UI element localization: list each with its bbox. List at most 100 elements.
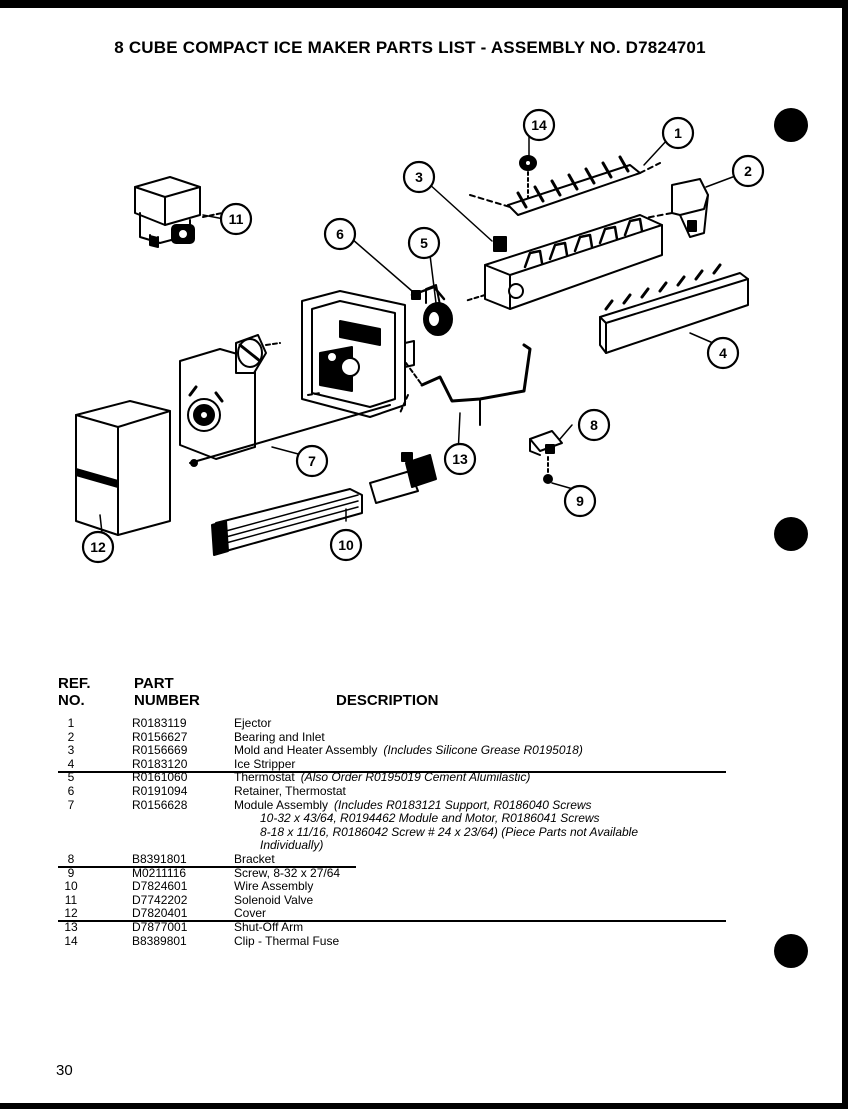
callout-label-10: 10 [338,537,354,553]
page-border-top [0,0,848,8]
table-row: Individually) [50,839,750,853]
part-bearing-and-inlet [639,178,709,238]
row-part-number: D7877001 [132,919,188,934]
row-description-text: Bracket [234,851,275,866]
callout-label-3: 3 [415,169,423,185]
row-ref-no: 3 [67,743,75,758]
row-description-text: Shut-Off Arm [234,919,304,934]
part-shut-off-arm [405,343,532,426]
table-row: 13 D7877001 Shut-Off Arm [50,919,750,935]
row-description: Ejector [234,716,754,731]
exploded-parts-diagram: 14 1 2 3 4 5 6 7 8 9 10 11 12 13 [75,108,765,564]
row-description-text: Cover [234,906,267,921]
row-description: Screw, 8-32 x 27/64 [234,865,754,881]
callout-label-9: 9 [576,493,584,509]
row-description-text: 10-32 x 43/64, R0194462 Module and Motor… [260,811,600,826]
binder-hole-middle [774,517,808,551]
row-ref-no: 4 [67,756,75,771]
row-part-number: B8391801 [132,851,187,866]
table-row: 10-32 x 43/64, R0194462 Module and Motor… [50,811,750,826]
callout-9 [563,484,597,518]
callout-11 [219,202,253,236]
row-description: Clip - Thermal Fuse [234,933,754,949]
row-description-text: Bearing and Inlet [234,729,325,744]
callout-circles [81,108,765,564]
callout-label-11: 11 [229,211,244,227]
header-description: DESCRIPTION [336,692,439,709]
part-cover [75,400,171,536]
callout-label-14: 14 [531,117,547,133]
callout-6 [323,217,357,251]
row-description: Individually) [260,839,780,853]
row-part-number: R0156627 [132,729,188,744]
row-part-number: R0156669 [132,743,188,758]
row-description-text: Thermostat [234,770,295,785]
row-part-number: R0156628 [132,797,188,812]
callout-7 [295,444,329,478]
row-description: Retainer, Thermostat [234,784,754,799]
part-screw [543,456,553,484]
callout-label-6: 6 [336,226,344,242]
row-part-number: R0183119 [132,716,187,730]
row-description: Bracket [234,851,754,867]
row-description-text: Clip - Thermal Fuse [234,933,340,948]
row-divider [58,920,726,922]
table-row: 8 B8391801 Bracket [50,851,750,867]
callout-1 [661,116,695,150]
callout-4 [706,336,740,370]
row-ref-no: 7 [67,797,75,812]
row-description: Mold and Heater Assembly(Includes Silico… [234,743,754,758]
row-description: Ice Stripper [234,757,754,772]
header-ref-no: REF. NO. [58,675,91,709]
row-ref-no: 14 [64,933,78,948]
leader-lines [99,136,739,534]
callout-label-8: 8 [590,417,598,433]
part-thermal-fuse-clip [519,155,537,201]
header-ref-line2: NO. [58,692,85,709]
callout-label-4: 4 [719,345,727,361]
row-ref-no: 13 [64,919,78,934]
page-number: 30 [56,1062,73,1079]
row-description-note: (Includes R0183121 Support, R0186040 Scr… [334,797,592,812]
row-ref-no: 8 [67,851,75,866]
part-wire-assembly [211,452,437,556]
page-border-bottom [0,1103,848,1109]
row-description: Wire Assembly [234,879,754,894]
page-title: 8 CUBE COMPACT ICE MAKER PARTS LIST - AS… [114,38,706,57]
row-ref-no: 9 [67,865,75,880]
binder-hole-top [774,108,808,142]
row-description-text: 8-18 x 11/16, R0186042 Screw # 24 x 23/6… [260,824,639,839]
row-ref-no: 2 [67,729,75,744]
callout-label-5: 5 [420,235,428,251]
row-description-text: Screw, 8-32 x 27/64 [234,865,341,880]
table-row: 8-18 x 11/16, R0186042 Screw # 24 x 23/6… [50,824,750,840]
part-ejector [469,155,661,216]
table-row: 2 R0156627 Bearing and Inlet [50,729,750,745]
callout-label-2: 2 [744,163,752,179]
row-part-number: R0161060 [132,770,188,785]
header-ref-line1: REF. [58,675,91,692]
row-part-number: D7742202 [132,892,188,907]
part-ice-stripper [599,263,749,354]
callout-10 [329,528,363,562]
row-divider [58,771,726,773]
callout-14 [522,108,556,142]
row-description: Thermostat(Also Order R0195019 Cement Al… [234,771,754,785]
row-ref-no: 10 [64,879,78,894]
row-description-text: Solenoid Valve [234,892,314,907]
row-description: Cover [234,907,754,921]
callout-13 [443,442,477,476]
row-description: Module Assembly(Includes R0183121 Suppor… [234,797,754,813]
row-ref-no: 6 [67,783,75,798]
row-ref-no: 1 [67,716,75,730]
header-part-line1: PART [134,675,174,692]
row-description: Solenoid Valve [234,892,754,908]
part-module-assembly [179,334,391,467]
